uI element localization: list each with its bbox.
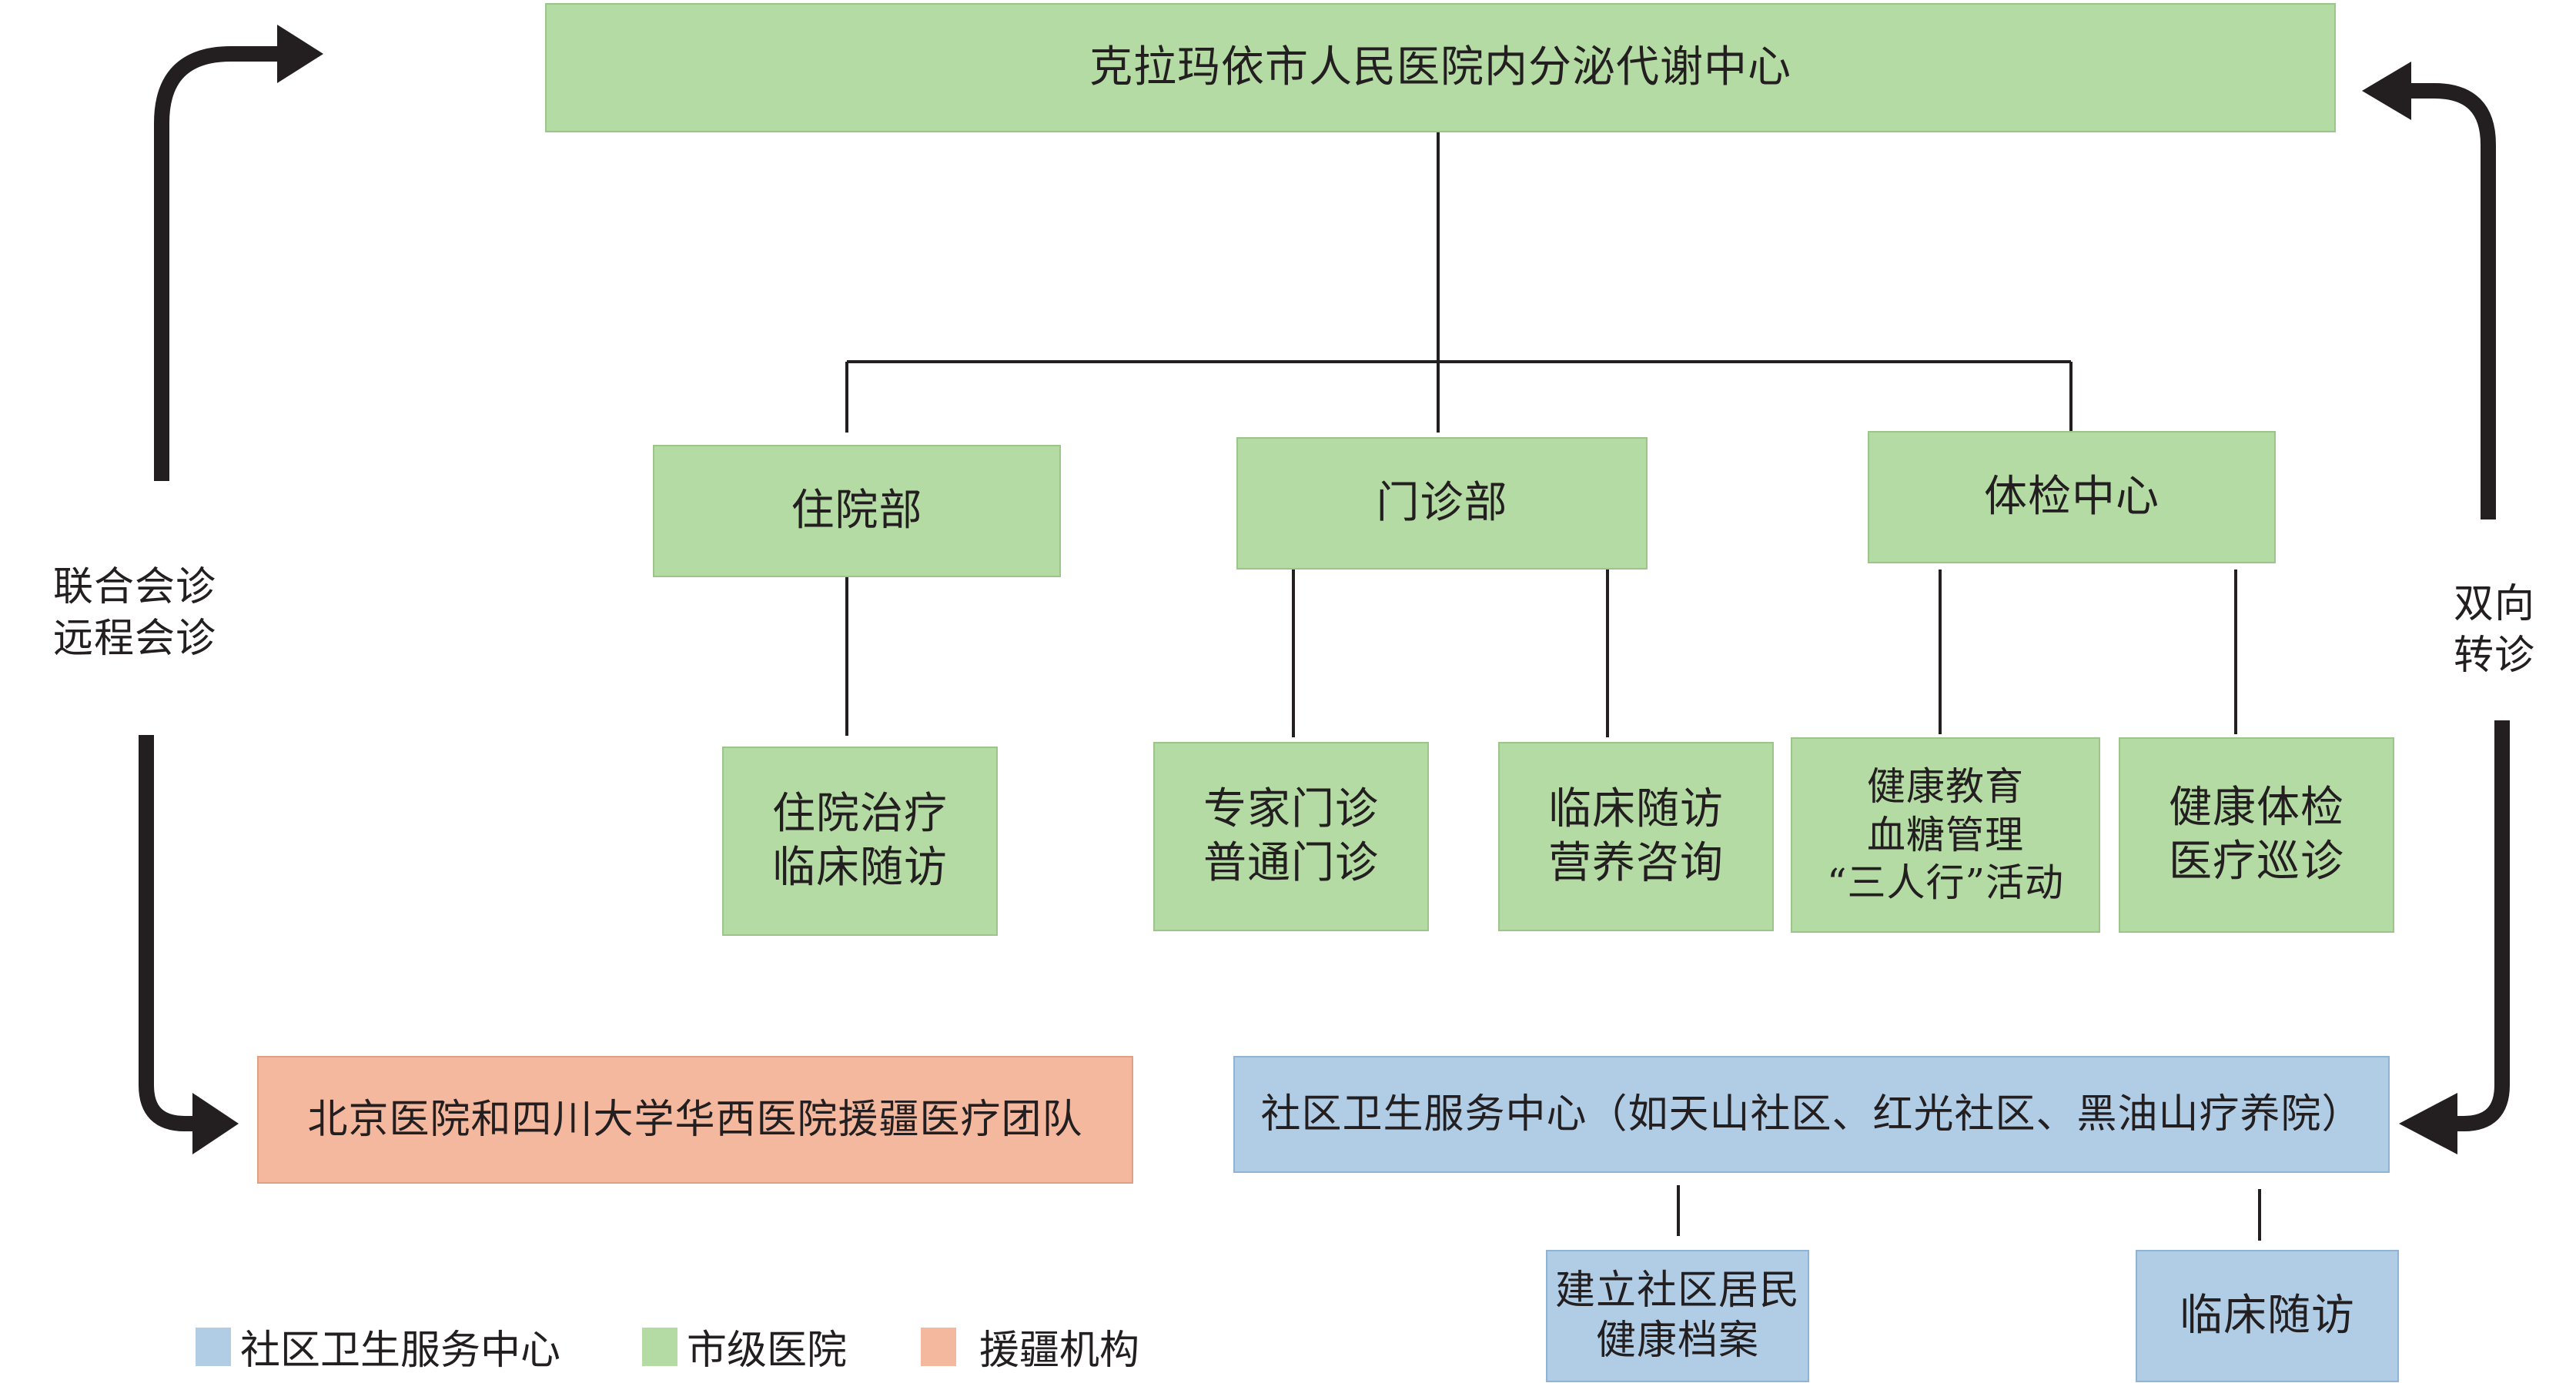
service-line: 临床随访: [1548, 784, 1724, 834]
node-community-center: 社区卫生服务中心（如天山社区、红光社区、黑油山疗养院）: [1233, 1056, 2390, 1173]
label-consultation: 联合会诊 远程会诊: [31, 562, 239, 664]
arrow-left-down: [139, 735, 199, 1131]
service-line: 医疗巡诊: [2169, 837, 2344, 887]
service-line: 血糖管理: [1867, 812, 2024, 857]
node-inpatient-dept-label: 住院部: [791, 486, 923, 536]
node-inpatient-services: 住院治疗 临床随访: [722, 747, 998, 936]
arrow-head-left-bottom: [2399, 1093, 2457, 1154]
node-aid-team-label: 北京医院和四川大学华西医院援疆医疗团队: [307, 1096, 1083, 1143]
label-line: 双向: [2453, 581, 2535, 627]
legend-label-hospital: 市级医院: [687, 1328, 848, 1374]
node-outpatient-dept-label: 门诊部: [1376, 478, 1508, 528]
label-referral: 双向 转诊: [2425, 579, 2564, 681]
label-line: 联合会诊: [52, 564, 216, 610]
service-line: 住院治疗: [772, 789, 948, 839]
legend-hospital: 市级医院: [642, 1318, 847, 1375]
service-line: 健康体检: [2169, 783, 2344, 833]
node-endocrine-center-label: 克拉玛依市人民医院内分泌代谢中心: [1089, 42, 1791, 92]
service-line: 健康档案: [1595, 1318, 1759, 1364]
service-line: “三人行”活动: [1826, 860, 2065, 906]
arrow-heads: [192, 25, 2457, 1154]
arrow-head-right-bottom: [192, 1093, 239, 1154]
arrow-left-up: [154, 46, 281, 481]
tree-connectors: [845, 132, 2261, 1241]
arrow-right-down: [2454, 720, 2510, 1131]
legend-aid: 援疆机构: [921, 1318, 1139, 1375]
node-checkup-services-a: 健康教育 血糖管理 “三人行”活动: [1791, 737, 2100, 933]
service-line: 专家门诊: [1203, 784, 1379, 834]
legend-swatch-community: [196, 1327, 231, 1366]
node-aid-team: 北京医院和四川大学华西医院援疆医疗团队: [257, 1056, 1133, 1184]
label-line: 远程会诊: [52, 615, 216, 662]
legend-swatch-aid: [921, 1327, 956, 1366]
node-endocrine-center: 克拉玛依市人民医院内分泌代谢中心: [545, 3, 2336, 132]
service-line: 临床随访: [772, 843, 948, 893]
node-checkup-center-label: 体检中心: [1984, 472, 2159, 522]
node-outpatient-services-a: 专家门诊 普通门诊: [1153, 742, 1429, 931]
node-checkup-center: 体检中心: [1868, 431, 2276, 563]
legend-label-community: 社区卫生服务中心: [240, 1328, 561, 1374]
node-community-records: 建立社区居民 健康档案: [1546, 1250, 1809, 1382]
service-line: 普通门诊: [1203, 838, 1379, 888]
legend-label-aid: 援疆机构: [979, 1328, 1140, 1374]
node-inpatient-dept: 住院部: [653, 445, 1061, 577]
node-community-followup-label: 临床随访: [2180, 1291, 2355, 1341]
arrow-head-left-top: [2362, 62, 2411, 120]
legend-swatch-hospital: [642, 1327, 677, 1366]
service-line: 健康教育: [1867, 764, 2024, 810]
service-line: 建立社区居民: [1554, 1268, 1800, 1314]
legend-community: 社区卫生服务中心: [196, 1318, 560, 1375]
node-community-followup: 临床随访: [2136, 1250, 2399, 1382]
thick-arrows: [139, 46, 2510, 1131]
node-outpatient-services-b: 临床随访 营养咨询: [1498, 742, 1774, 931]
node-checkup-services-b: 健康体检 医疗巡诊: [2119, 737, 2394, 933]
arrow-head-right-top: [277, 25, 323, 83]
arrow-right-up: [2408, 83, 2496, 519]
label-line: 转诊: [2453, 632, 2535, 679]
node-outpatient-dept: 门诊部: [1236, 437, 1648, 570]
service-line: 营养咨询: [1548, 838, 1724, 888]
node-community-center-label: 社区卫生服务中心（如天山社区、红光社区、黑油山疗养院）: [1260, 1091, 2363, 1137]
